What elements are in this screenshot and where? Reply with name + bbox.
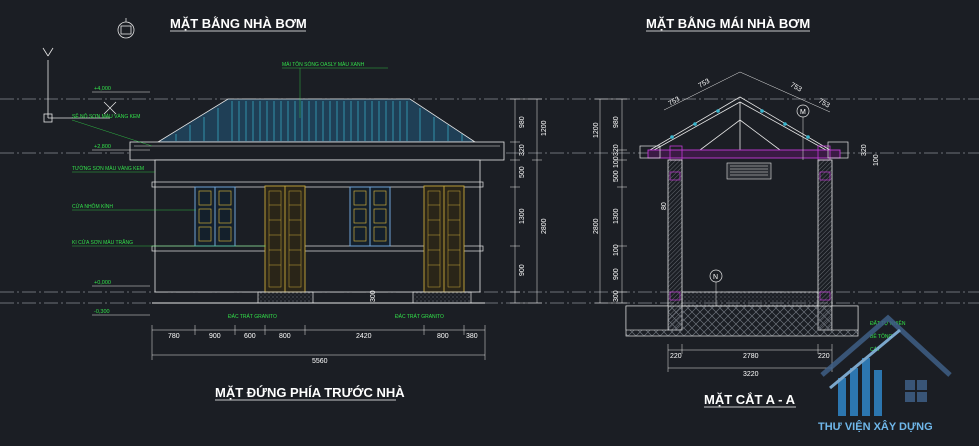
- granito-note: ĐÁC TRÁT GRANITO: [228, 313, 277, 320]
- dim-total: 3220: [743, 371, 759, 378]
- dim-text: 2780: [743, 353, 759, 360]
- dim-text: 220: [670, 353, 682, 360]
- step-right: [412, 291, 472, 304]
- view-cube-icon[interactable]: [117, 18, 135, 39]
- dim-text: 753: [698, 78, 712, 90]
- gutter: [129, 141, 505, 161]
- front-elevation: +4,000 +2,800 +0,000 -0,300 SÊ NÔ SƠN MÀ…: [71, 61, 548, 365]
- level-label: -0,300: [94, 309, 110, 315]
- ucs-icon: [42, 47, 117, 123]
- dim-text: 2800: [593, 218, 600, 234]
- dim-text: 1200: [541, 120, 548, 136]
- note-text: BÊ TÔNG: [870, 332, 893, 340]
- dim-text: 80: [661, 202, 668, 210]
- dim-text: 1300: [613, 208, 620, 224]
- level-label: +2,800: [94, 144, 111, 150]
- dim-text: 2420: [356, 333, 372, 340]
- roof-dim-lines: [663, 71, 831, 113]
- elevation-vertical-dims: [510, 98, 542, 304]
- lower-band: [151, 245, 484, 252]
- dim-text: 800: [437, 333, 449, 340]
- dim-total: 5560: [312, 358, 328, 365]
- door-panels: [268, 190, 461, 288]
- section-title: MẶT CẮT A - A: [704, 392, 796, 407]
- section-bottom-dims: [667, 344, 833, 372]
- note-text: TƯỜNG SƠN MÀU VÀNG KEM: [72, 165, 144, 172]
- dim-text: 2800: [541, 218, 548, 234]
- note-text: CỬA NHÔM KÍNH: [72, 203, 113, 210]
- dim-text: 320: [861, 144, 868, 156]
- dim-text: 980: [519, 116, 526, 128]
- level-markers: [92, 91, 150, 316]
- marker-label: M: [800, 109, 806, 116]
- dim-text: 753: [817, 98, 831, 110]
- dim-text: 380: [466, 333, 478, 340]
- dim-text: 980: [613, 116, 620, 128]
- section-vertical-dims: [595, 98, 627, 304]
- window-panes: [198, 190, 387, 242]
- door-left: [264, 185, 306, 293]
- watermark-logo: [820, 314, 952, 416]
- dim-text: 100: [613, 156, 620, 168]
- roof-surface: [156, 98, 477, 143]
- purlins: [670, 109, 810, 139]
- upper-band: [151, 181, 484, 188]
- dim-text: 1300: [519, 208, 526, 224]
- note-text: ĐẤT TỰ NHIÊN: [870, 319, 906, 327]
- level-label: +4,000: [94, 86, 111, 92]
- ring-beam: [647, 149, 841, 159]
- dim-text: 900: [209, 333, 221, 340]
- dim-text: 900: [519, 264, 526, 276]
- dim-text: 300: [370, 290, 377, 302]
- dim-text: 220: [818, 353, 830, 360]
- marker-label: N: [713, 274, 718, 281]
- dim-text: 300: [613, 290, 620, 302]
- step-left: [257, 291, 314, 304]
- dim-text: 320: [613, 144, 620, 156]
- dim-text: 780: [168, 333, 180, 340]
- dim-text: 753: [668, 96, 682, 108]
- front-elevation-title: MẶT ĐỨNG PHÍA TRƯỚC NHÀ: [215, 385, 405, 400]
- window-left: [194, 186, 236, 247]
- door-right: [423, 185, 465, 293]
- roof-plan-title: MẶT BẰNG MÁI NHÀ BƠM: [646, 16, 810, 31]
- roof-note: MÁI TÔN SÓNG OASLY MÀU XANH: [282, 61, 365, 68]
- vent: [726, 162, 772, 180]
- note-text: KI CỬA SƠN MÀU TRẮNG: [72, 238, 133, 246]
- floor-plan-title: MẶT BẰNG NHÀ BƠM: [170, 16, 307, 31]
- dim-text: 800: [279, 333, 291, 340]
- watermark-text: THƯ VIỆN XÂY DỰNG: [818, 420, 933, 433]
- roof-truss: [649, 96, 831, 151]
- window-right: [349, 186, 391, 247]
- section-a-a: 753 753 753 753 M N: [593, 71, 906, 378]
- roof-ribs: [175, 101, 463, 141]
- wall-right: [817, 159, 833, 331]
- elevation-dimension-lines: [151, 325, 486, 360]
- dim-text: 900: [613, 268, 620, 280]
- note-text: SÊ NÔ SƠN MÀU VÀNG KEM: [72, 112, 140, 120]
- dim-text: 100: [873, 154, 880, 166]
- dim-text: 320: [519, 144, 526, 156]
- dim-text: 753: [789, 82, 803, 94]
- floor-slab: [681, 291, 819, 307]
- dim-text: 100: [613, 244, 620, 256]
- level-label: +0,000: [94, 280, 111, 286]
- granito-note: ĐÁC TRÁT GRANITO: [395, 313, 444, 320]
- dim-text: 500: [519, 166, 526, 178]
- dim-text: 600: [244, 333, 256, 340]
- dim-text: 1200: [593, 122, 600, 138]
- wall-left: [667, 159, 683, 331]
- dim-text: 500: [613, 170, 620, 182]
